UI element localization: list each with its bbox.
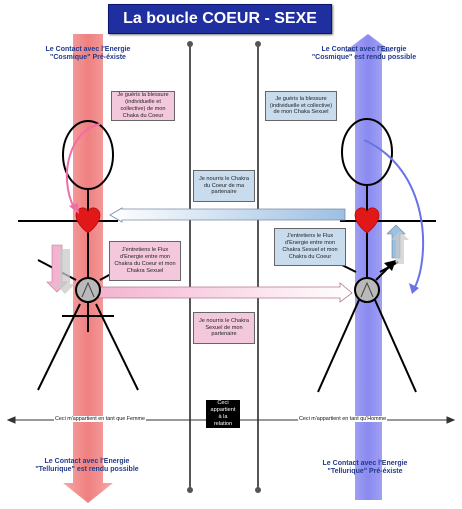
bottom-right-label: Le Contact avec l'Energie "Tellurique" P… bbox=[322, 460, 408, 476]
page-title: La boucle COEUR - SEXE bbox=[108, 4, 332, 34]
bottom-left-label: Le Contact avec l'Energie "Tellurique" e… bbox=[35, 458, 139, 474]
heal-heart-box: Je guéris la blessure (individuelle et c… bbox=[111, 91, 175, 121]
top-left-label: Le Contact avec l'Energie "Cosmique" Pré… bbox=[45, 46, 131, 62]
axis-label-center: Ceci appartient à la relation bbox=[206, 400, 240, 428]
heart-icon bbox=[354, 207, 380, 234]
heal-heart-arrow bbox=[65, 123, 101, 209]
sex-nourish-arrow bbox=[96, 282, 353, 303]
top-right-label: Le Contact avec l'Energie "Cosmique" est… bbox=[311, 46, 417, 62]
axis-label-left: Ceci m'appartient en tant que Femme bbox=[54, 416, 147, 422]
man-sex-chakra bbox=[354, 277, 380, 303]
heal-sex-box: Je guéris la blessure (individuelle et c… bbox=[265, 91, 337, 121]
heart-icon bbox=[75, 207, 101, 234]
woman-sex-chakra bbox=[75, 277, 101, 303]
axis-label-right: Ceci m'appartient en tant qu'Homme bbox=[298, 416, 388, 422]
flux-up-arrow bbox=[386, 224, 409, 264]
flux-right-box: J'entretiens le Flux d'Energie entre mon… bbox=[274, 228, 346, 266]
relation-axis-lines bbox=[189, 44, 259, 490]
heal-sex-arrow bbox=[363, 139, 425, 288]
flux-down-arrow bbox=[46, 244, 75, 294]
nourish-heart-box: Je nourris le Chakra du Coeur de ma part… bbox=[193, 170, 255, 202]
nourish-sex-box: Je nourris le Chakra Sexuel de mon parte… bbox=[193, 312, 255, 344]
heart-nourish-arrow bbox=[109, 207, 346, 223]
flux-left-box: J'entretiens le Flux d'Energie entre mon… bbox=[109, 241, 181, 281]
